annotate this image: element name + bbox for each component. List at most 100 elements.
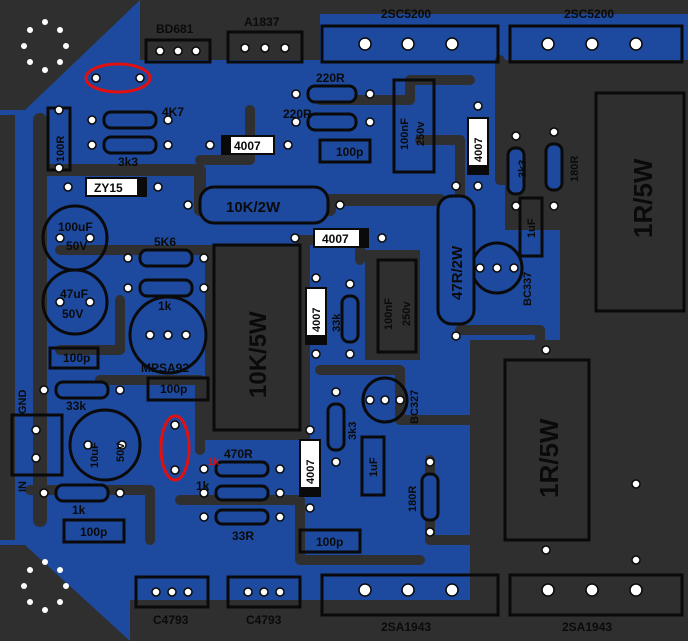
label-bc327: BC327 xyxy=(409,390,421,424)
silkscreen-layer xyxy=(10,24,686,617)
resistor-body-180r-top xyxy=(544,142,564,192)
resistor-body-220r-bottom xyxy=(306,112,358,132)
transistor-body-bd681 xyxy=(144,38,212,64)
label-c-1uf-low: 1uF xyxy=(368,457,380,477)
label-c-100nf-top: 100nF xyxy=(399,118,411,150)
resistor-body-3k3-right xyxy=(506,146,526,196)
label-r-33k-left: 33k xyxy=(66,399,86,413)
label-r-33r: 33R xyxy=(232,529,254,543)
label-r-1k-red: 1k xyxy=(208,457,220,468)
mounting-hole-top xyxy=(21,19,69,73)
capacitor-body-100nf-top xyxy=(392,78,436,174)
labels: BD681 A1837 2SC5200 2SC5200 2SA1943 2SA1… xyxy=(17,7,658,634)
label-c-100nf-mid: 100nF xyxy=(383,298,395,330)
label-c-100p-bottom: 100p xyxy=(316,535,343,549)
label-r-10k-2w: 10K/2W xyxy=(226,199,281,216)
label-r-220r-top: 220R xyxy=(316,71,345,85)
resistor-body-4k7 xyxy=(102,110,158,130)
diode-band-4007-vert-low xyxy=(299,487,321,497)
copper-right-lower xyxy=(470,340,688,600)
capacitor-body-100p-mid xyxy=(146,376,210,402)
label-r-180r-top: 180R xyxy=(569,156,581,182)
connector-body-gnd-in xyxy=(10,413,64,477)
resistor-body-10k-2w xyxy=(198,185,330,225)
label-r-1r-5w-bottom: 1R/5W xyxy=(534,418,564,498)
label-c-100p-left: 100p xyxy=(63,351,90,365)
diodes xyxy=(85,117,489,497)
transistor-body-2sa1943-left xyxy=(320,573,500,617)
copper-mount-bottom-left xyxy=(0,545,130,641)
label-r-100r: 100R xyxy=(55,136,67,162)
label-c-100p-top: 100p xyxy=(336,145,363,159)
transistor-body-c4793-left xyxy=(134,575,210,609)
diode-band-zy15 xyxy=(137,177,147,197)
capacitor-body-100p-left xyxy=(48,346,100,370)
copper-mount-top-left xyxy=(0,0,140,110)
label-mpsa92: MPSA92 xyxy=(141,361,189,375)
resistor-body-180r-low xyxy=(420,472,440,522)
transistor-body-bc327 xyxy=(361,376,409,424)
capacitor-body-100p-bottom xyxy=(298,528,362,554)
resistor-body-10k-5w xyxy=(212,243,302,432)
label-r-47r-2w: 47R/2W xyxy=(449,245,466,300)
label-d-4007-vert-low: 4007 xyxy=(305,460,317,484)
capacitor-body-100nf-mid xyxy=(376,258,418,354)
capacitor-body-1uf-low xyxy=(360,435,386,497)
resistor-body-47r-2w xyxy=(436,194,476,326)
resistor-body-220r-top xyxy=(306,84,358,104)
label-c-50v-b: 50V xyxy=(62,307,83,321)
label-gnd: GND xyxy=(17,390,29,415)
capacitor-body-10uf xyxy=(68,408,142,482)
diode-band-4007-vert-top xyxy=(467,165,489,175)
diode-band-4007-top xyxy=(221,135,231,155)
label-2sc5200-right: 2SC5200 xyxy=(564,7,614,21)
resistor-body-470r xyxy=(214,460,270,478)
label-2sc5200-left: 2SC5200 xyxy=(381,7,431,21)
label-r-1k-lower: 1k xyxy=(196,479,210,493)
label-r-180r-low: 180R xyxy=(407,486,419,512)
resistor-body-33r xyxy=(214,508,270,526)
label-r-220r-bottom: 220R xyxy=(283,107,312,121)
label-c-100uf: 100uF xyxy=(58,220,93,234)
resistor-body-1r-5w-top xyxy=(594,91,686,313)
transistor-body-a1837 xyxy=(226,30,304,64)
label-r-33k-mid: 33k xyxy=(331,313,343,332)
transistor-body-2sc5200-right xyxy=(508,24,684,64)
label-c-100p-bottom-left: 100p xyxy=(80,525,107,539)
label-c-1uf-top: 1uF xyxy=(526,218,538,238)
capacitor-body-100p-top xyxy=(318,138,372,164)
transistor-body-2sc5200-left xyxy=(320,24,500,64)
diode-band-4007-vert-mid xyxy=(305,335,327,345)
highlight-jumper-mid xyxy=(159,414,191,482)
label-d-4007-mid: 4007 xyxy=(322,232,349,246)
resistor-body-5k6 xyxy=(138,248,194,268)
label-r-3k3-low: 3k3 xyxy=(347,422,359,440)
capacitor-body-1uf-top xyxy=(518,196,544,258)
capacitor-body-47uf xyxy=(41,268,109,336)
mounting-hole-bottom xyxy=(21,559,69,613)
label-r-1k-in: 1k xyxy=(72,503,86,517)
label-c4793-left: C4793 xyxy=(153,613,189,627)
label-c-50v-c: 50V xyxy=(115,442,127,462)
label-r-470r: 470R xyxy=(224,447,253,461)
pads xyxy=(31,37,643,597)
label-c4793-right: C4793 xyxy=(246,613,282,627)
label-c-250v-top: 250v xyxy=(415,121,427,146)
label-r-3k3-left: 3k3 xyxy=(118,155,138,169)
resistor-body-1k-lower xyxy=(214,484,270,502)
transistor-body-c4793-right xyxy=(226,575,302,609)
resistor-body-1k-mid xyxy=(138,278,194,298)
label-r-1r-5w-top: 1R/5W xyxy=(628,158,658,238)
label-r-1k-mid: 1k xyxy=(158,299,172,313)
resistor-body-1k-in xyxy=(54,483,110,503)
resistor-body-1r-5w-bottom xyxy=(503,358,591,542)
label-2sa1943-left: 2SA1943 xyxy=(381,620,431,634)
label-r-10k-5w: 10K/5W xyxy=(245,311,272,398)
label-r-3k3-right: 3k3 xyxy=(517,160,529,178)
label-r-5k6: 5K6 xyxy=(154,235,176,249)
axial-resistors xyxy=(54,84,564,526)
copper-bottom-rail xyxy=(130,600,688,641)
resistor-body-33k-left xyxy=(54,380,110,400)
